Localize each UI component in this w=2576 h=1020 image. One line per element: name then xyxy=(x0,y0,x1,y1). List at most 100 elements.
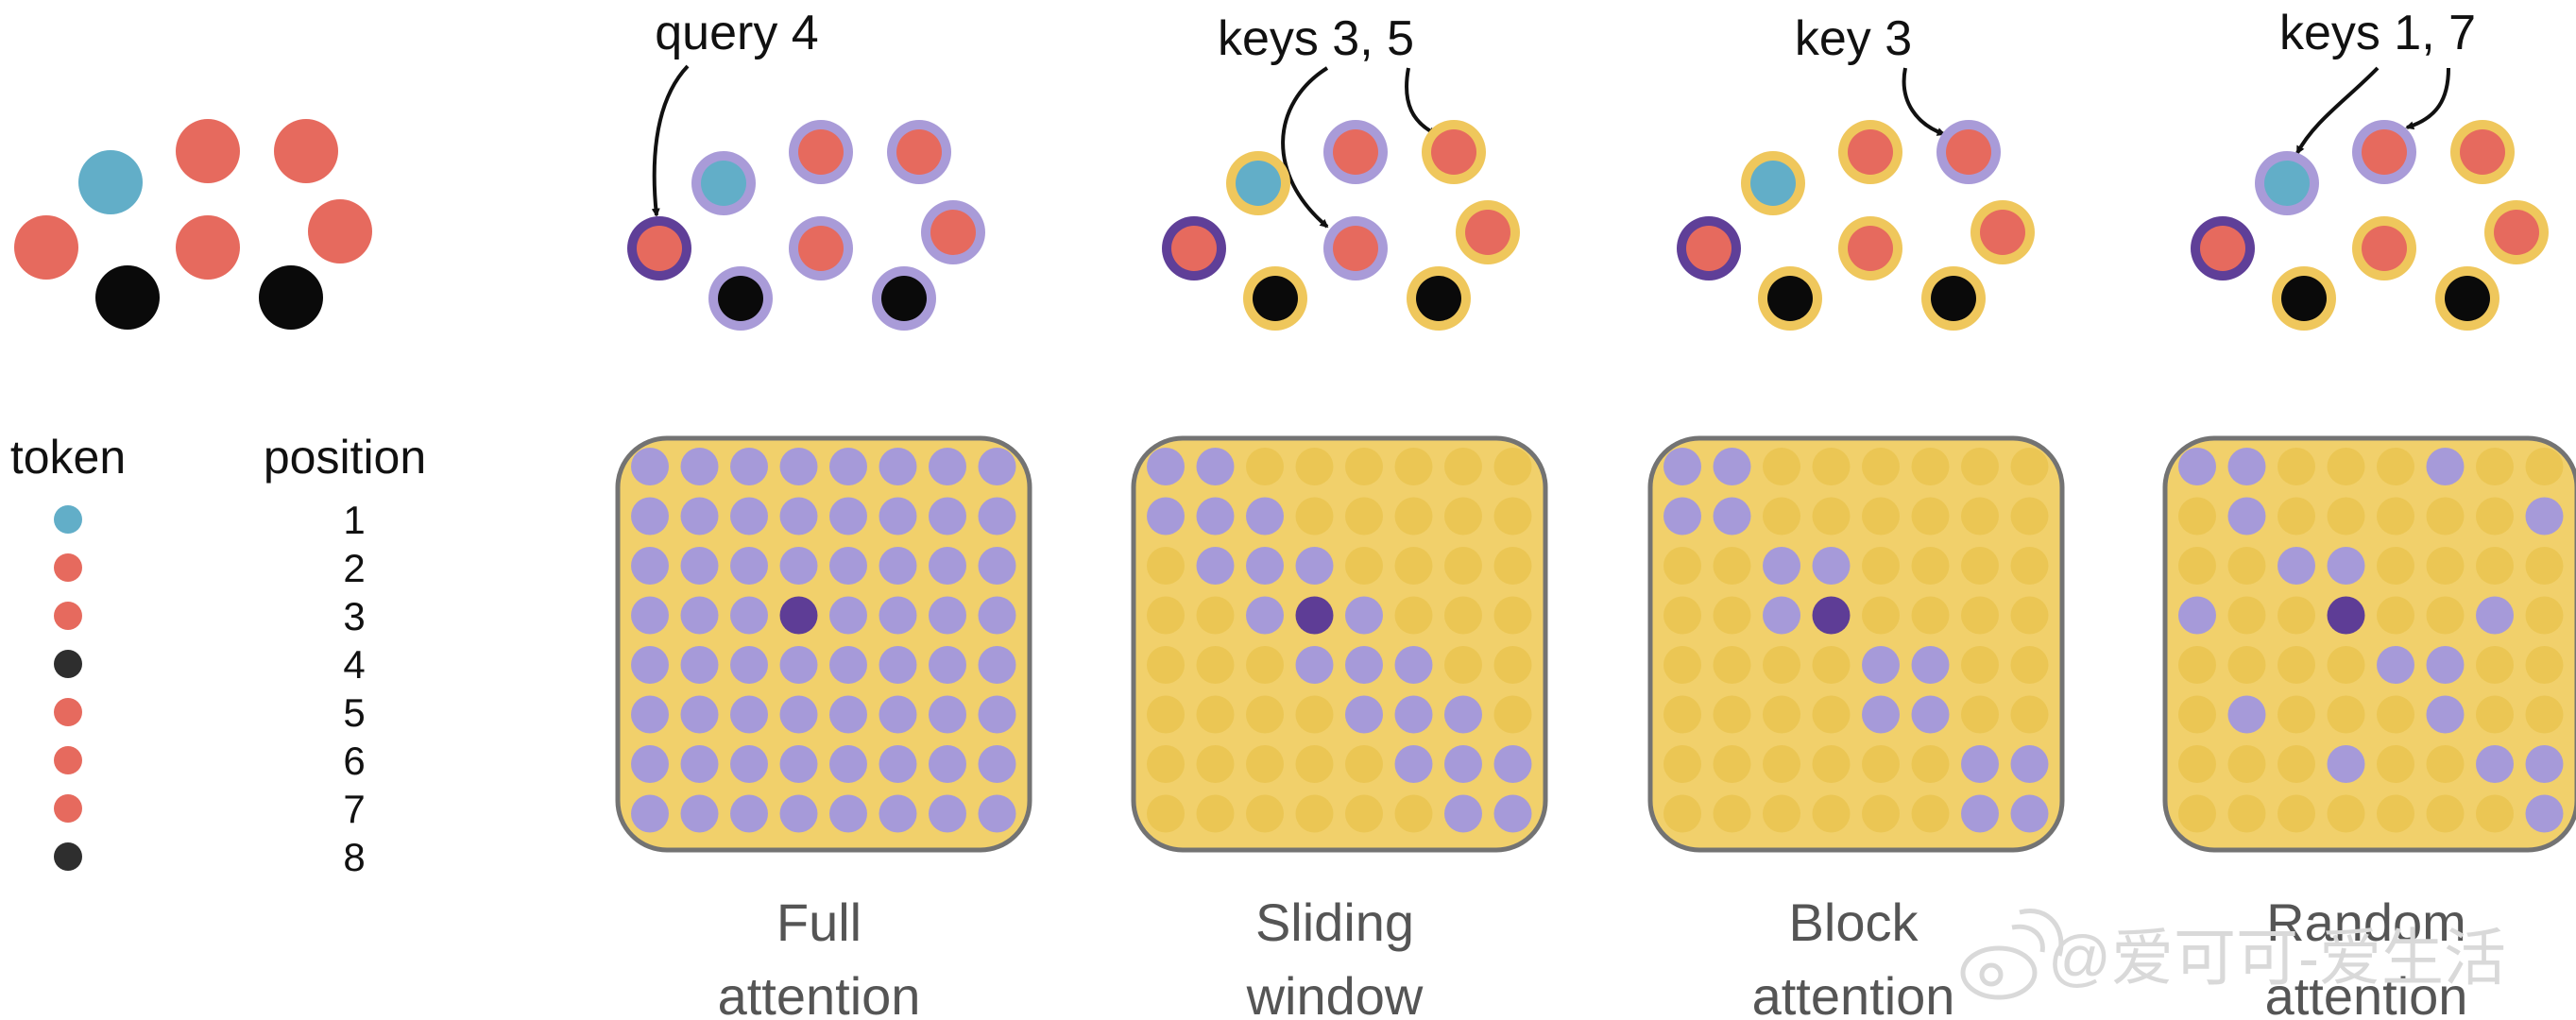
matrix-dot-ignore xyxy=(1295,695,1334,734)
token-salmon xyxy=(2460,129,2505,175)
matrix-dot-attend xyxy=(2178,596,2216,635)
matrix-dot-attend xyxy=(829,695,867,734)
matrix-dot-ignore xyxy=(1812,448,1851,485)
matrix-dot-attend xyxy=(2426,646,2465,684)
matrix-dot-attend xyxy=(680,547,719,585)
token-salmon xyxy=(176,215,240,280)
matrix-dot-ignore xyxy=(2227,794,2266,833)
matrix-background xyxy=(1131,435,1548,853)
matrix-dot-attend xyxy=(1345,695,1383,734)
caption-full-line1: Full xyxy=(776,892,862,952)
matrix-dot-ignore xyxy=(2476,695,2514,734)
matrix-dot-attend xyxy=(2010,745,2049,783)
matrix-dot-attend xyxy=(1444,745,1482,783)
ringed-cluster-2 xyxy=(1162,120,1520,331)
matrix-background xyxy=(2162,435,2576,853)
legend-token-salmon xyxy=(54,746,82,774)
matrix-dot-ignore xyxy=(2327,695,2365,734)
matrix-dot-ignore xyxy=(2525,646,2564,684)
matrix-dot-ignore xyxy=(1196,596,1235,635)
matrix-dot-attend xyxy=(1345,646,1383,684)
matrix-dot-ignore xyxy=(1345,794,1383,833)
matrix-dot-attend xyxy=(929,596,966,635)
ringed-token-clusters xyxy=(627,120,2549,331)
legend-position-label: 6 xyxy=(343,739,365,783)
matrix-dot-attend xyxy=(680,596,719,635)
matrix-dot-attend xyxy=(829,794,867,833)
token-black xyxy=(718,276,763,321)
weibo-logo-icon xyxy=(1960,909,2064,1000)
matrix-dot-attend xyxy=(1246,547,1284,585)
matrix-dot-ignore xyxy=(2377,448,2414,485)
matrix-dot-ignore xyxy=(2277,794,2315,833)
token-teal xyxy=(1750,161,1796,206)
token-salmon xyxy=(798,226,844,271)
token-salmon xyxy=(1848,226,1893,271)
matrix-dot-ignore xyxy=(2426,596,2465,635)
matrix-dot-ignore xyxy=(2010,547,2049,585)
matrix-dot-ignore xyxy=(2377,794,2414,833)
caption-random-line2: attention xyxy=(2265,966,2468,1020)
matrix-dot-ignore xyxy=(1147,745,1185,783)
matrix-dot-attend xyxy=(2227,448,2266,485)
matrix-dot-attend xyxy=(978,596,1016,635)
token-black xyxy=(1931,276,1976,321)
matrix-dot-ignore xyxy=(1961,497,1999,536)
matrix-dot-ignore xyxy=(1147,596,1185,635)
matrix-dot-ignore xyxy=(1493,448,1532,485)
matrix-dot-attend xyxy=(1493,745,1532,783)
matrix-dot-ignore xyxy=(1961,448,1999,485)
token-salmon xyxy=(637,226,682,271)
arrow-key-3-block xyxy=(1902,67,1946,136)
matrix-dot-attend xyxy=(779,448,818,485)
matrix-dot-ignore xyxy=(1862,497,1900,536)
token-black xyxy=(2281,276,2327,321)
matrix-dot-attend xyxy=(879,448,917,485)
matrix-dot-attend xyxy=(680,448,719,485)
matrix-dot-attend xyxy=(1147,497,1185,536)
legend-position-label: 7 xyxy=(343,787,365,831)
matrix-dot-ignore xyxy=(2377,547,2414,585)
matrix-dot-ignore xyxy=(1147,646,1185,684)
matrix-dot-attend xyxy=(631,448,669,485)
token-black xyxy=(95,265,160,330)
watermark-text: @爱可可-爱生活 xyxy=(2048,923,2506,993)
legend-position-header: position xyxy=(264,431,426,484)
matrix-dot-attend xyxy=(929,695,966,734)
legend-position-label: 5 xyxy=(343,690,365,735)
matrix-dot-ignore xyxy=(1493,596,1532,635)
matrix-dot-attend xyxy=(2525,745,2564,783)
matrix-dot-ignore xyxy=(1295,448,1334,485)
ringed-cluster-1 xyxy=(627,120,985,331)
matrix-dot-attend xyxy=(1394,646,1433,684)
arrow-key-5-sliding xyxy=(1405,67,1438,136)
token-teal xyxy=(78,150,143,214)
matrix-dot-ignore xyxy=(2327,794,2365,833)
matrix-dot-ignore xyxy=(1763,794,1800,833)
matrix-dot-attend xyxy=(730,596,768,635)
matrix-dot-ignore xyxy=(2010,695,2049,734)
matrix-dot-attend xyxy=(730,695,768,734)
caption-sliding-line1: Sliding xyxy=(1255,892,1414,952)
matrix-dot-ignore xyxy=(1147,794,1185,833)
annotation-full-attention: query 4 xyxy=(655,6,818,60)
matrix-dot-ignore xyxy=(1246,448,1284,485)
matrix-dot-ignore xyxy=(2178,497,2216,536)
matrix-dot-attend xyxy=(2010,794,2049,833)
matrix-dot-ignore xyxy=(1493,547,1532,585)
matrix-dot-ignore xyxy=(2525,695,2564,734)
matrix-dot-ignore xyxy=(2277,497,2315,536)
matrix-dot-ignore xyxy=(2277,695,2315,734)
matrix-dot-ignore xyxy=(1295,794,1334,833)
matrix-dot-attend xyxy=(1862,646,1900,684)
matrix-dot-attend xyxy=(829,448,867,485)
matrix-dot-ignore xyxy=(1862,596,1900,635)
matrix-dot-ignore xyxy=(2010,448,2049,485)
matrix-dot-ignore xyxy=(2010,596,2049,635)
matrix-dot-ignore xyxy=(1196,745,1235,783)
matrix-dot-ignore xyxy=(1713,745,1751,783)
matrix-dot-ignore xyxy=(2277,596,2315,635)
attention-matrices xyxy=(615,435,2576,853)
